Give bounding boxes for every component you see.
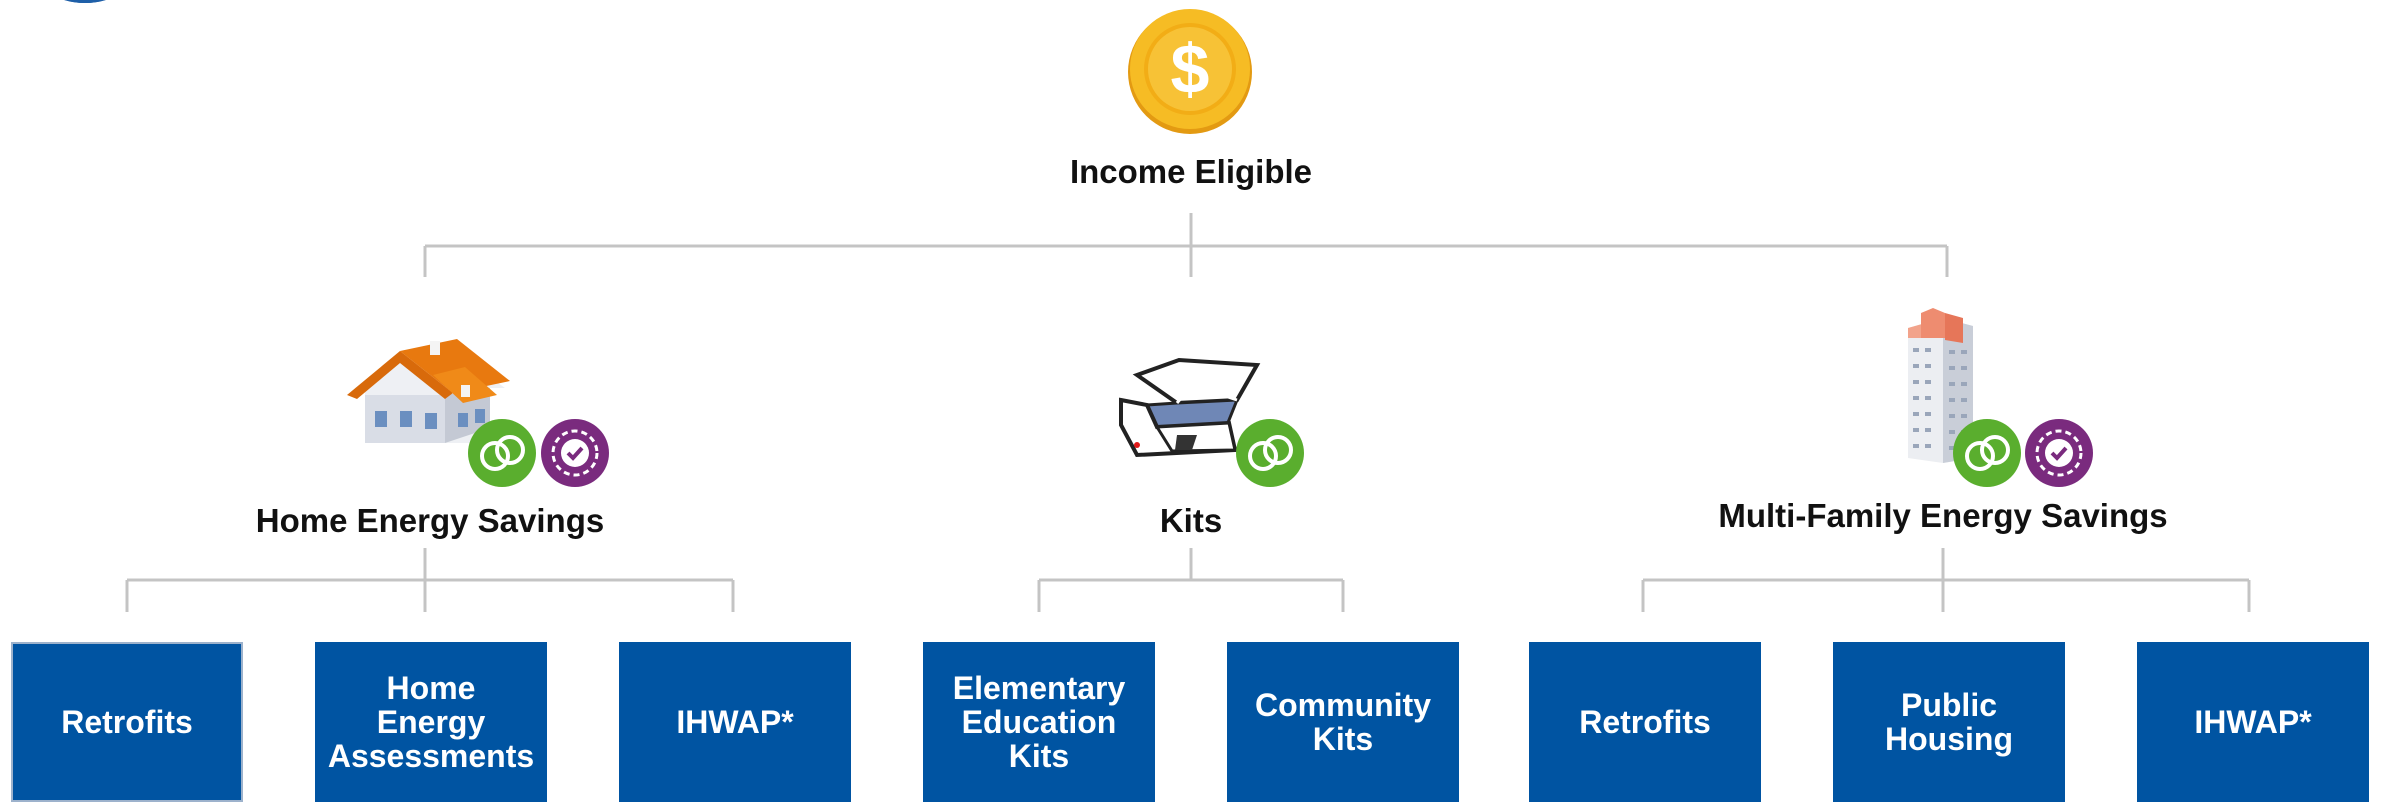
leaf-home-energy-assessments[interactable]: Home Energy Assessments <box>315 642 547 802</box>
green-cycle-badge-icon <box>468 419 536 487</box>
program-label-kits: Kits <box>1159 502 1223 539</box>
leaf-multifamily-retrofits[interactable]: Retrofits <box>1529 642 1761 802</box>
purple-gear-check-badge-icon <box>541 419 609 487</box>
leaf-community-kits[interactable]: Community Kits <box>1227 642 1459 802</box>
program-label-home-energy-savings: Home Energy Savings <box>255 502 605 539</box>
program-label-multi-family-energy-savings: Multi-Family Energy Savings <box>1718 497 2168 534</box>
dollar-coin-icon: $ <box>1128 9 1252 134</box>
leaf-public-housing[interactable]: Public Housing <box>1833 642 2065 802</box>
green-cycle-badge-icon <box>1953 419 2021 487</box>
leaf-home-retrofits[interactable]: Retrofits <box>11 642 243 802</box>
svg-text:$: $ <box>1171 30 1210 108</box>
open-box-icon <box>1119 357 1261 458</box>
green-cycle-badge-icon <box>1236 419 1304 487</box>
leaf-multifamily-ihwap[interactable]: IHWAP* <box>2137 642 2369 802</box>
house-icon <box>347 339 510 443</box>
leaf-elementary-education-kits[interactable]: Elementary Education Kits <box>923 642 1155 802</box>
root-label: Income Eligible <box>1069 153 1313 190</box>
leaf-home-ihwap[interactable]: IHWAP* <box>619 642 851 802</box>
purple-gear-check-badge-icon <box>2025 419 2093 487</box>
